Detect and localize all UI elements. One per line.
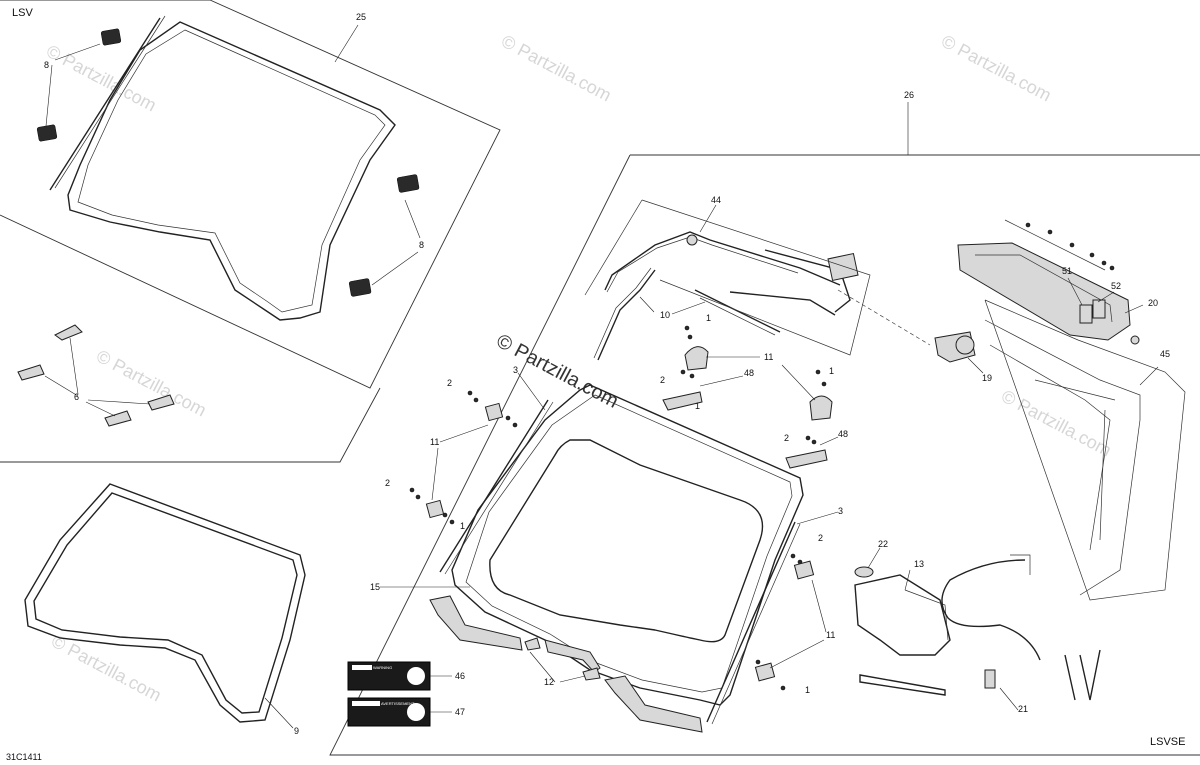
svg-text:© Partzilla.com: © Partzilla.com: [938, 31, 1054, 106]
callout-8: 8: [44, 60, 49, 70]
callout-labels: 25 26 8 8 6 9 44 10 11 11 11 1 1 1 1 1 2…: [44, 12, 1170, 736]
callout-1: 1: [706, 313, 711, 323]
callout-15: 15: [370, 582, 380, 592]
callout-26: 26: [904, 90, 914, 100]
harness-45: [941, 554, 1101, 711]
edge-trim-3: [439, 372, 839, 725]
leader-25: [334, 24, 359, 63]
svg-text:© Partzilla.com: © Partzilla.com: [48, 631, 164, 706]
callout-3: 3: [513, 365, 518, 375]
callout-10: 10: [660, 310, 670, 320]
fastener-8-group: [36, 28, 421, 297]
washer-reservoir-13: [854, 547, 951, 696]
callout-48: 48: [838, 429, 848, 439]
callout-1: 1: [829, 366, 834, 376]
callout-2: 2: [385, 478, 390, 488]
callout-2: 2: [784, 433, 789, 443]
bracket-11-upper: [684, 346, 833, 421]
bracket-48: [662, 375, 839, 469]
seal-9: [24, 483, 306, 729]
callout-47: 47: [455, 707, 465, 717]
hoses-45: [984, 299, 1186, 601]
callout-13: 13: [914, 559, 924, 569]
screws: [409, 325, 827, 691]
watermarks: © Partzilla.com © Partzilla.com © Partzi…: [43, 31, 1114, 706]
callout-22: 22: [878, 539, 888, 549]
callout-11: 11: [826, 630, 835, 640]
cover-20: [957, 219, 1144, 345]
decal-47: AVERTISSEMENT: [347, 697, 452, 727]
lower-trim-group: [429, 595, 703, 733]
svg-text:© Partzilla.com: © Partzilla.com: [998, 386, 1114, 461]
label-diagram-id: 31C1411: [6, 752, 42, 762]
hinge-11-group: [425, 402, 827, 682]
wiper-arm-44: [604, 204, 859, 313]
svg-text:© Partzilla.com: © Partzilla.com: [498, 31, 614, 106]
soft-panel-25: [49, 15, 396, 321]
callout-6: 6: [74, 392, 79, 402]
callout-48: 48: [744, 368, 754, 378]
callout-3: 3: [838, 506, 843, 516]
callout-25: 25: [356, 12, 366, 22]
label-lsvse: LSVSE: [1150, 736, 1185, 748]
callout-52: 52: [1111, 281, 1121, 291]
callout-45: 45: [1160, 349, 1170, 359]
callout-2: 2: [447, 378, 452, 388]
callout-8: 8: [419, 240, 424, 250]
callout-2: 2: [660, 375, 665, 385]
callout-11: 11: [764, 352, 773, 362]
wiper-motor-19: [837, 289, 984, 374]
svg-text:WARNING: WARNING: [373, 665, 392, 670]
label-lsv: LSV: [12, 7, 33, 19]
callout-44: 44: [711, 195, 721, 205]
callout-12: 12: [544, 677, 554, 687]
panel-lsv-outline: [0, 0, 501, 389]
callout-9: 9: [294, 726, 299, 736]
callout-21: 21: [1018, 704, 1028, 714]
panel-bottom-left-outline: [0, 387, 381, 463]
callout-11: 11: [430, 437, 439, 447]
callout-46: 46: [455, 671, 465, 681]
decal-46: WARNING: [347, 661, 452, 691]
callout-1: 1: [805, 685, 810, 695]
callout-51: 51: [1062, 266, 1072, 276]
clip-6-group: [17, 324, 175, 427]
callout-19: 19: [982, 373, 992, 383]
svg-text:AVERTISSEMENT: AVERTISSEMENT: [381, 701, 415, 706]
callout-1: 1: [460, 521, 465, 531]
wiper-panel-outline: [584, 199, 871, 356]
panel-lsvse-outline: [329, 154, 1200, 756]
callout-1: 1: [695, 401, 700, 411]
wiper-blade-10: [593, 267, 836, 361]
callout-20: 20: [1148, 298, 1158, 308]
callout-2: 2: [818, 533, 823, 543]
